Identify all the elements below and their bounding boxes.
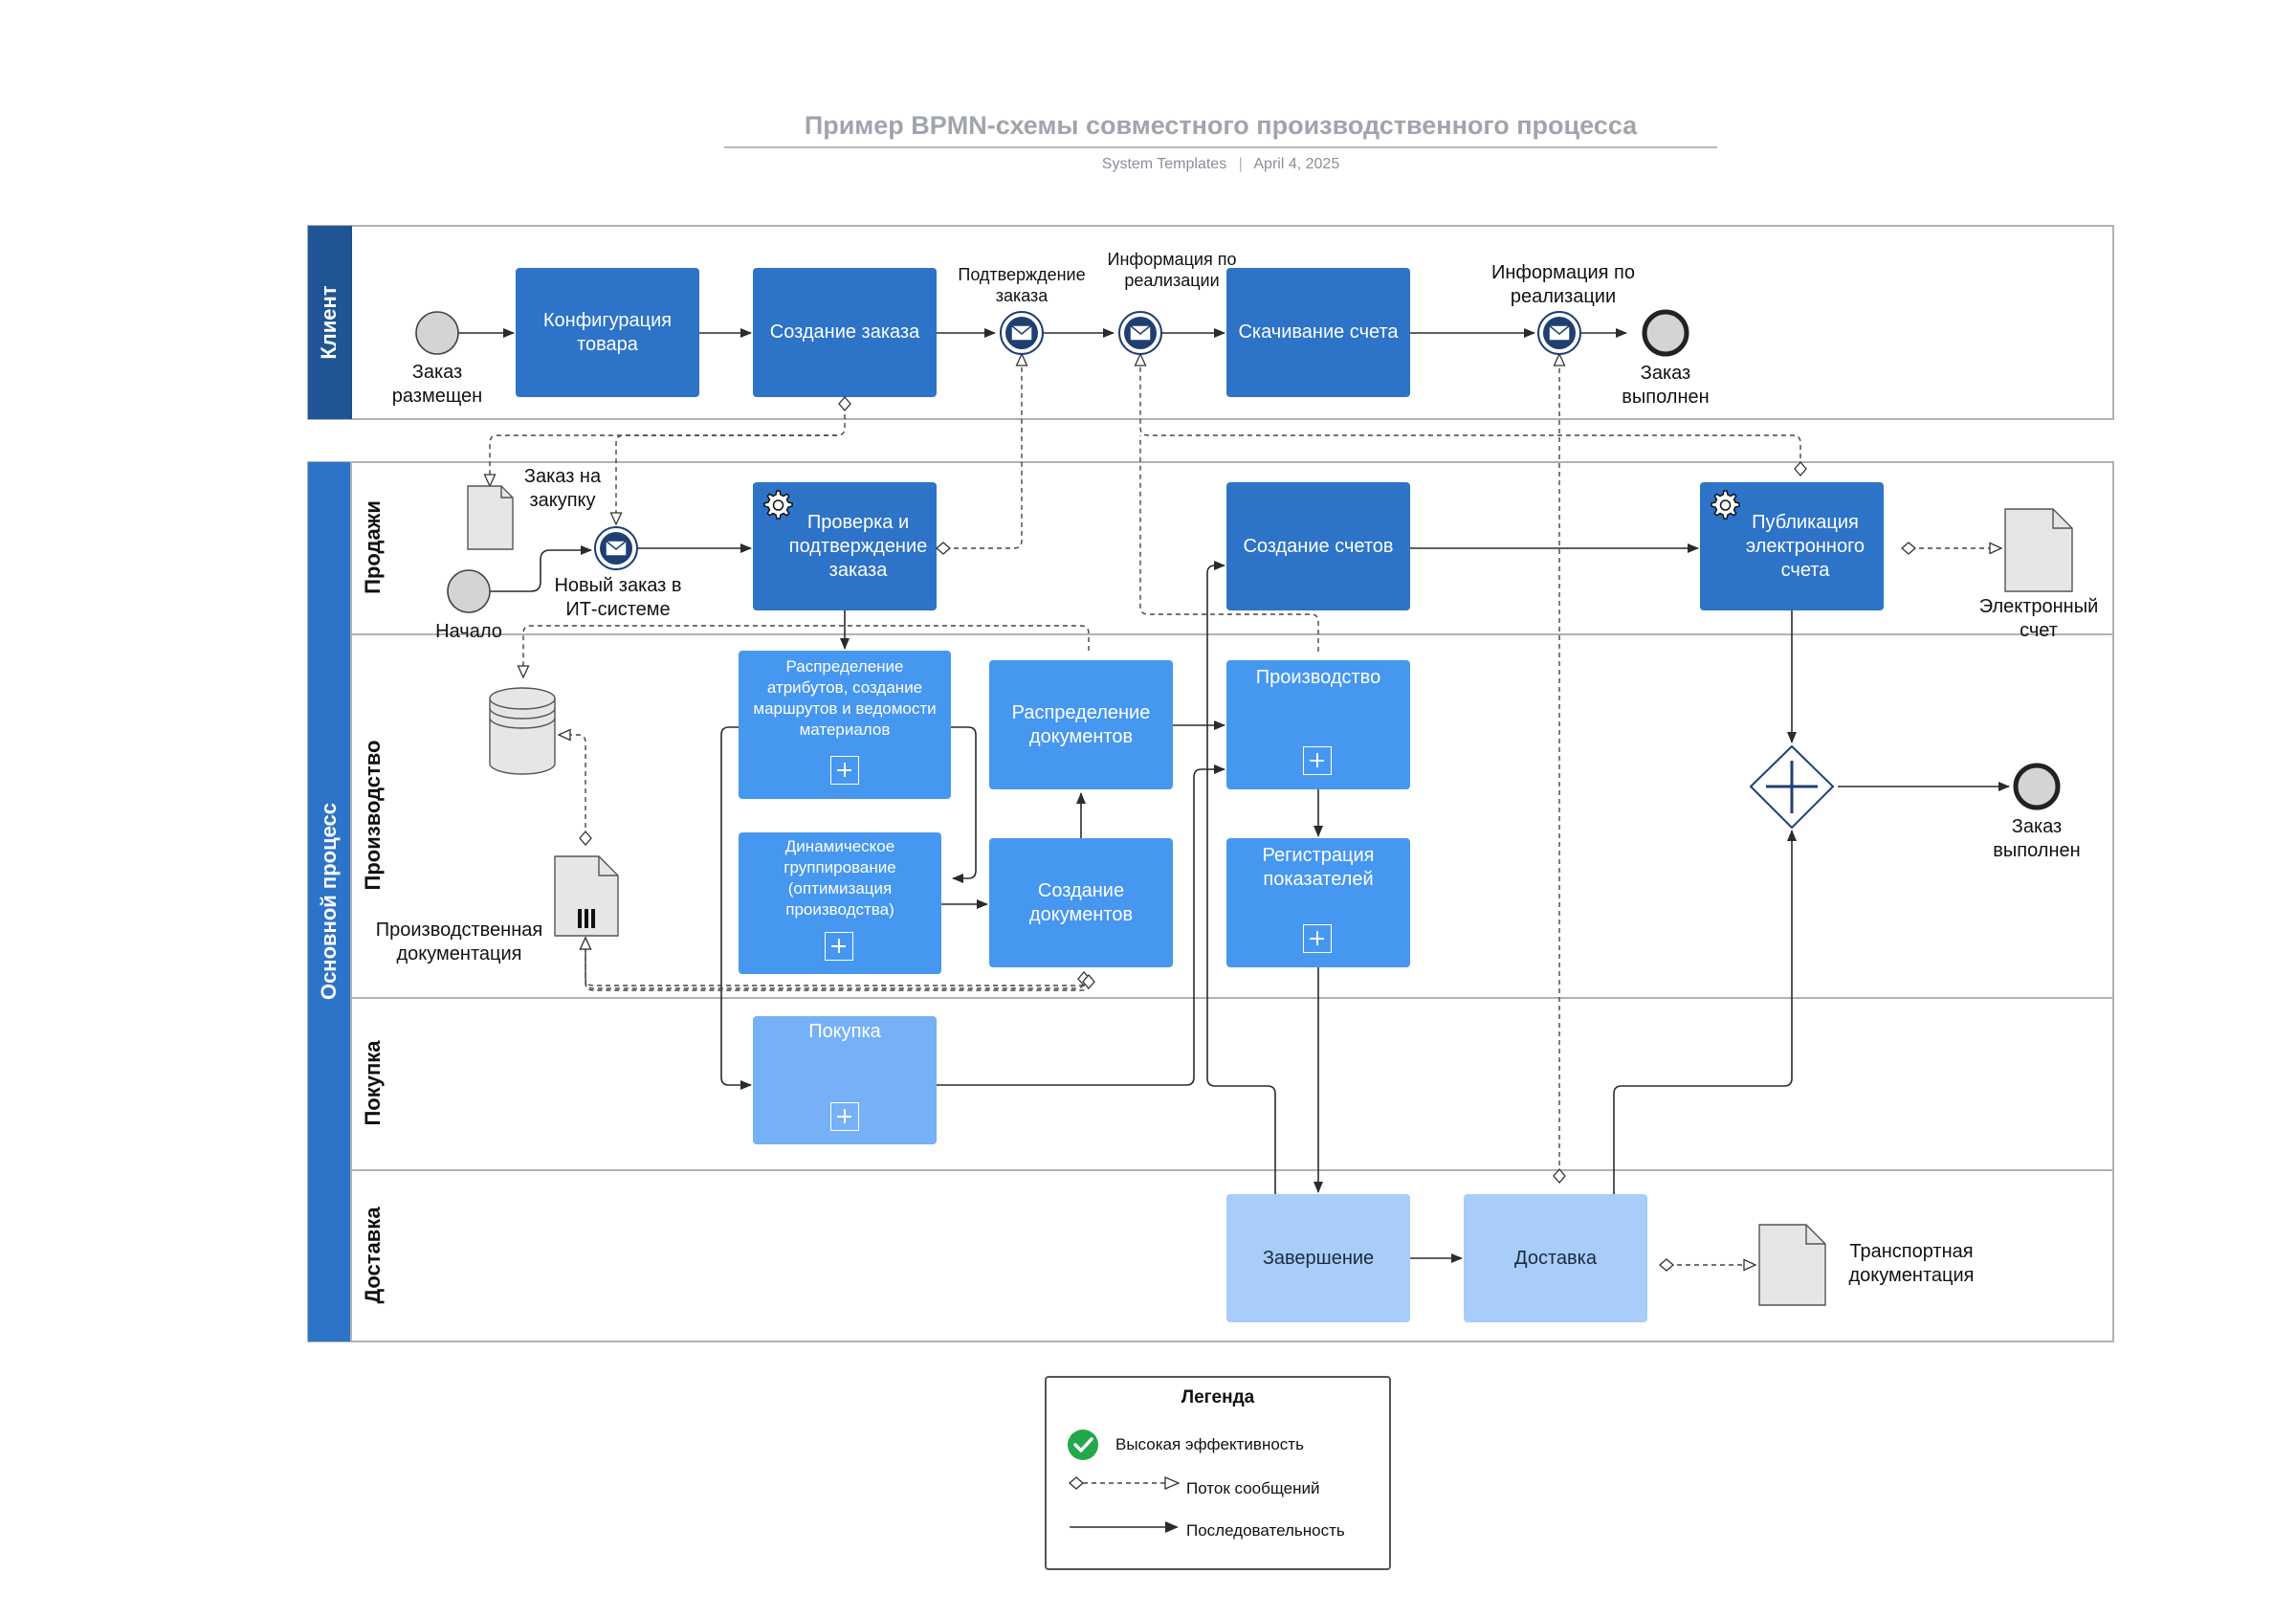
task-distribute-docs[interactable]: Распределение документов <box>989 660 1173 789</box>
task-completion[interactable]: Завершение <box>1226 1194 1410 1322</box>
task-download-invoice[interactable]: Скачивание счета <box>1226 268 1410 397</box>
page-title: Пример BPMN-схемы совместного производст… <box>804 111 1638 140</box>
task-create-order[interactable]: Создание заказа <box>753 268 937 397</box>
subprocess-plus-icon <box>825 932 853 961</box>
label-sales-info-2: Информация по реализации <box>1491 262 1635 307</box>
lane-divider-production <box>350 997 2113 999</box>
task-register-metrics-label: Регистрация показателей <box>1262 845 1375 890</box>
label-new-order-it: Новый заказ в ИТ-системе <box>554 575 682 620</box>
gear-icon <box>763 490 793 520</box>
gear-icon <box>1711 490 1740 520</box>
label-e-invoice: Электронный счет <box>1978 596 2099 641</box>
legend-sequence: Последовательность <box>1186 1521 1345 1540</box>
lane-purchase-label: Покупка <box>361 1040 385 1126</box>
date-label: April 4, 2025 <box>1253 156 1340 172</box>
legend-title: Легенда <box>1181 1387 1255 1407</box>
task-distribute-attributes-label: Распределение атрибутов, создание маршру… <box>753 657 937 739</box>
label-sales-info: Информация по реализации <box>1107 250 1237 290</box>
subprocess-plus-icon <box>830 1102 859 1131</box>
lane-delivery-label: Доставка <box>361 1207 385 1304</box>
page-subtitle: System Templates | April 4, 2025 <box>724 156 1717 173</box>
pool-client-label: Клиент <box>317 285 341 360</box>
task-dynamic-grouping-label: Динамическое группирование (оптимизация … <box>784 837 896 919</box>
task-create-invoices[interactable]: Создание счетов <box>1226 482 1410 610</box>
task-create-docs[interactable]: Создание документов <box>989 838 1173 967</box>
subprocess-plus-icon <box>1303 924 1332 953</box>
task-configuration[interactable]: Конфигурация товара <box>516 268 699 397</box>
subtitle-separator: | <box>1238 156 1243 172</box>
subprocess-plus-icon <box>1303 746 1332 775</box>
label-start: Начало <box>435 621 502 642</box>
author-label: System Templates <box>1101 156 1227 172</box>
lane-header-separator <box>350 462 352 1341</box>
label-order-confirmation: Подтверждение заказа <box>958 265 1086 305</box>
label-order-done-main: Заказ выполнен <box>1993 816 2081 861</box>
legend: Легенда Высокая эффективность Поток сооб… <box>1045 1376 1391 1570</box>
subprocess-plus-icon <box>830 756 859 785</box>
legend-high-efficiency: Высокая эффективность <box>1115 1435 1304 1453</box>
lane-sales-label: Продажи <box>361 500 385 594</box>
title-underline <box>724 146 1717 148</box>
task-production-label: Производство <box>1255 667 1381 688</box>
label-transport-docs: Транспортная документация <box>1848 1241 1975 1286</box>
pool-main-label: Основной процесс <box>317 802 341 1001</box>
legend-message-flow: Поток сообщений <box>1186 1479 1320 1497</box>
lane-production-label: Производство <box>361 740 385 891</box>
task-dynamic-grouping[interactable]: Динамическое группирование (оптимизация … <box>739 832 941 974</box>
task-delivery[interactable]: Доставка <box>1464 1194 1647 1322</box>
task-publish-invoice-label: Публикация электронного счета <box>1745 511 1866 581</box>
label-purchase-order: Заказ на закупку <box>523 466 602 511</box>
pool-client-header <box>308 226 352 419</box>
label-order-done-client: Заказ выполнен <box>1622 363 1710 408</box>
legend-message-flow-icon <box>1069 1476 1181 1490</box>
task-purchase-label: Покупка <box>808 1021 881 1042</box>
label-production-docs: Производственная документация <box>375 920 543 964</box>
lane-divider-sales <box>350 633 2113 635</box>
check-icon <box>1068 1430 1098 1460</box>
legend-sequence-icon <box>1070 1521 1179 1533</box>
label-order-placed: Заказ размещен <box>391 362 483 407</box>
lane-divider-purchase <box>350 1169 2113 1171</box>
